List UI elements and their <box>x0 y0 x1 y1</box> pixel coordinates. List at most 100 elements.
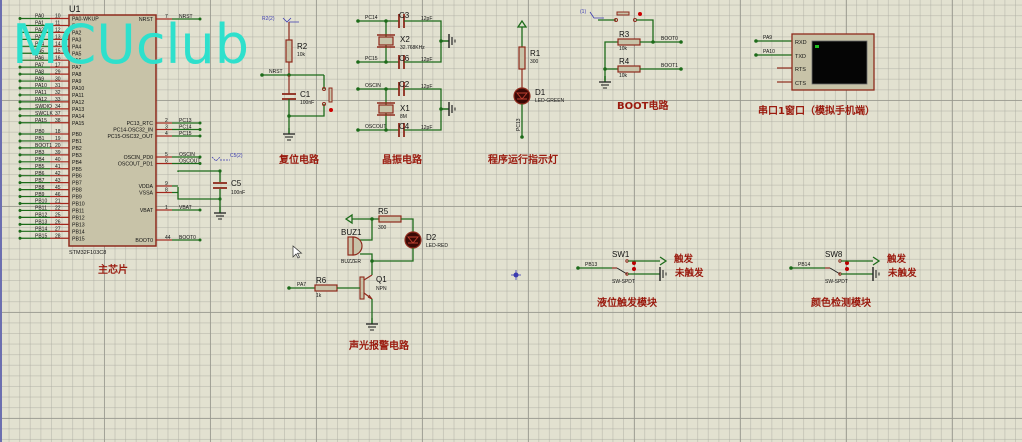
pin-name: PA8 <box>72 72 82 78</box>
pin-number: 37 <box>55 111 61 117</box>
net-pa7: PA7 <box>297 282 306 288</box>
label-liquid-module: 液位触发模块 <box>597 296 658 309</box>
pin-number: 7 <box>165 14 168 20</box>
pin-number: 5 <box>165 152 168 158</box>
crystal-circuit[interactable]: PC14 PC15 X2 32.768KHz C3 12pF C6 12pF O… <box>356 11 456 137</box>
alarm-circuit[interactable]: R5 300 D2 LED-RED BUZ1 BUZZER Q1 NPN PA7… <box>287 207 448 331</box>
net-pc15: PC15 <box>365 56 378 62</box>
x2-value: 32.768KHz <box>400 45 425 51</box>
pin-name: PA12 <box>72 100 84 106</box>
switch-sw1-liquid[interactable]: PB13 SW1 SW-SPDT 触发 未触发 <box>576 250 704 285</box>
pin-name: PA4 <box>72 44 82 50</box>
net-boot0: BOOT0 <box>661 36 678 42</box>
pin-net-label: PA12 <box>35 97 47 103</box>
r1-value: 300 <box>530 59 539 65</box>
mouse-cursor-icon <box>292 245 303 259</box>
origin-marker-icon <box>511 270 521 280</box>
sw8-value: SW-SPDT <box>825 279 848 285</box>
pin-name: PA5 <box>72 51 82 57</box>
pin-net-label: PB3 <box>35 150 45 156</box>
pin-name: PB15 <box>72 236 85 242</box>
pin-name: PB1 <box>72 139 82 145</box>
pin-number: 10 <box>55 14 61 20</box>
pin-net-label: PA4 <box>35 42 44 48</box>
capacitor-c5[interactable]: C5 100nF C5(2) <box>177 153 245 220</box>
c5-ref: C5 <box>231 179 242 188</box>
d2-ref: D2 <box>426 233 437 242</box>
r2-ref: R2 <box>297 42 308 51</box>
net-pb14: PB14 <box>798 262 810 268</box>
switch-sw8-color[interactable]: PB14 SW8 SW-SPDT 触发 未触发 <box>789 250 917 285</box>
pin-name: PA9 <box>72 79 82 85</box>
pin-number: 26 <box>55 220 61 226</box>
x2-ref: X2 <box>400 35 410 44</box>
nrst-net-label: NRST <box>269 69 283 75</box>
pin-net-label: PB0 <box>35 129 45 135</box>
pin-net-label: PA6 <box>35 55 44 61</box>
label-crystal-circuit: 晶振电路 <box>382 153 423 166</box>
c3-ref: C3 <box>399 11 410 20</box>
boot-circuit[interactable]: (1) R3 10k BOOT0 R4 10k BOOT1 <box>580 9 683 89</box>
label-main-chip: 主芯片 <box>98 263 128 276</box>
c6-value: 12pF <box>421 57 432 63</box>
pin-net-label: SWDIO <box>35 104 52 110</box>
pin-net-label: PC13 <box>179 118 192 124</box>
pin-name: VSSA <box>139 191 153 197</box>
net-boot1: BOOT1 <box>661 63 678 69</box>
pin-net-label: PB6 <box>35 171 45 177</box>
terminal-screen[interactable] <box>811 40 868 85</box>
indicator-circuit[interactable]: R1 300 D1 LED-GREEN PC13 <box>513 19 565 139</box>
c6-ref: C6 <box>399 54 410 63</box>
pin-number: 40 <box>55 157 61 163</box>
pin-number: 13 <box>55 35 61 41</box>
reset-circuit[interactable]: R2(2) R2 10k NRST C1 100nF <box>260 16 333 141</box>
pin-net-label: PA8 <box>35 69 44 75</box>
virtual-terminal[interactable]: PA9 PA10 RXD TXD RTS CTS <box>754 33 875 91</box>
pin-number: 43 <box>55 178 61 184</box>
